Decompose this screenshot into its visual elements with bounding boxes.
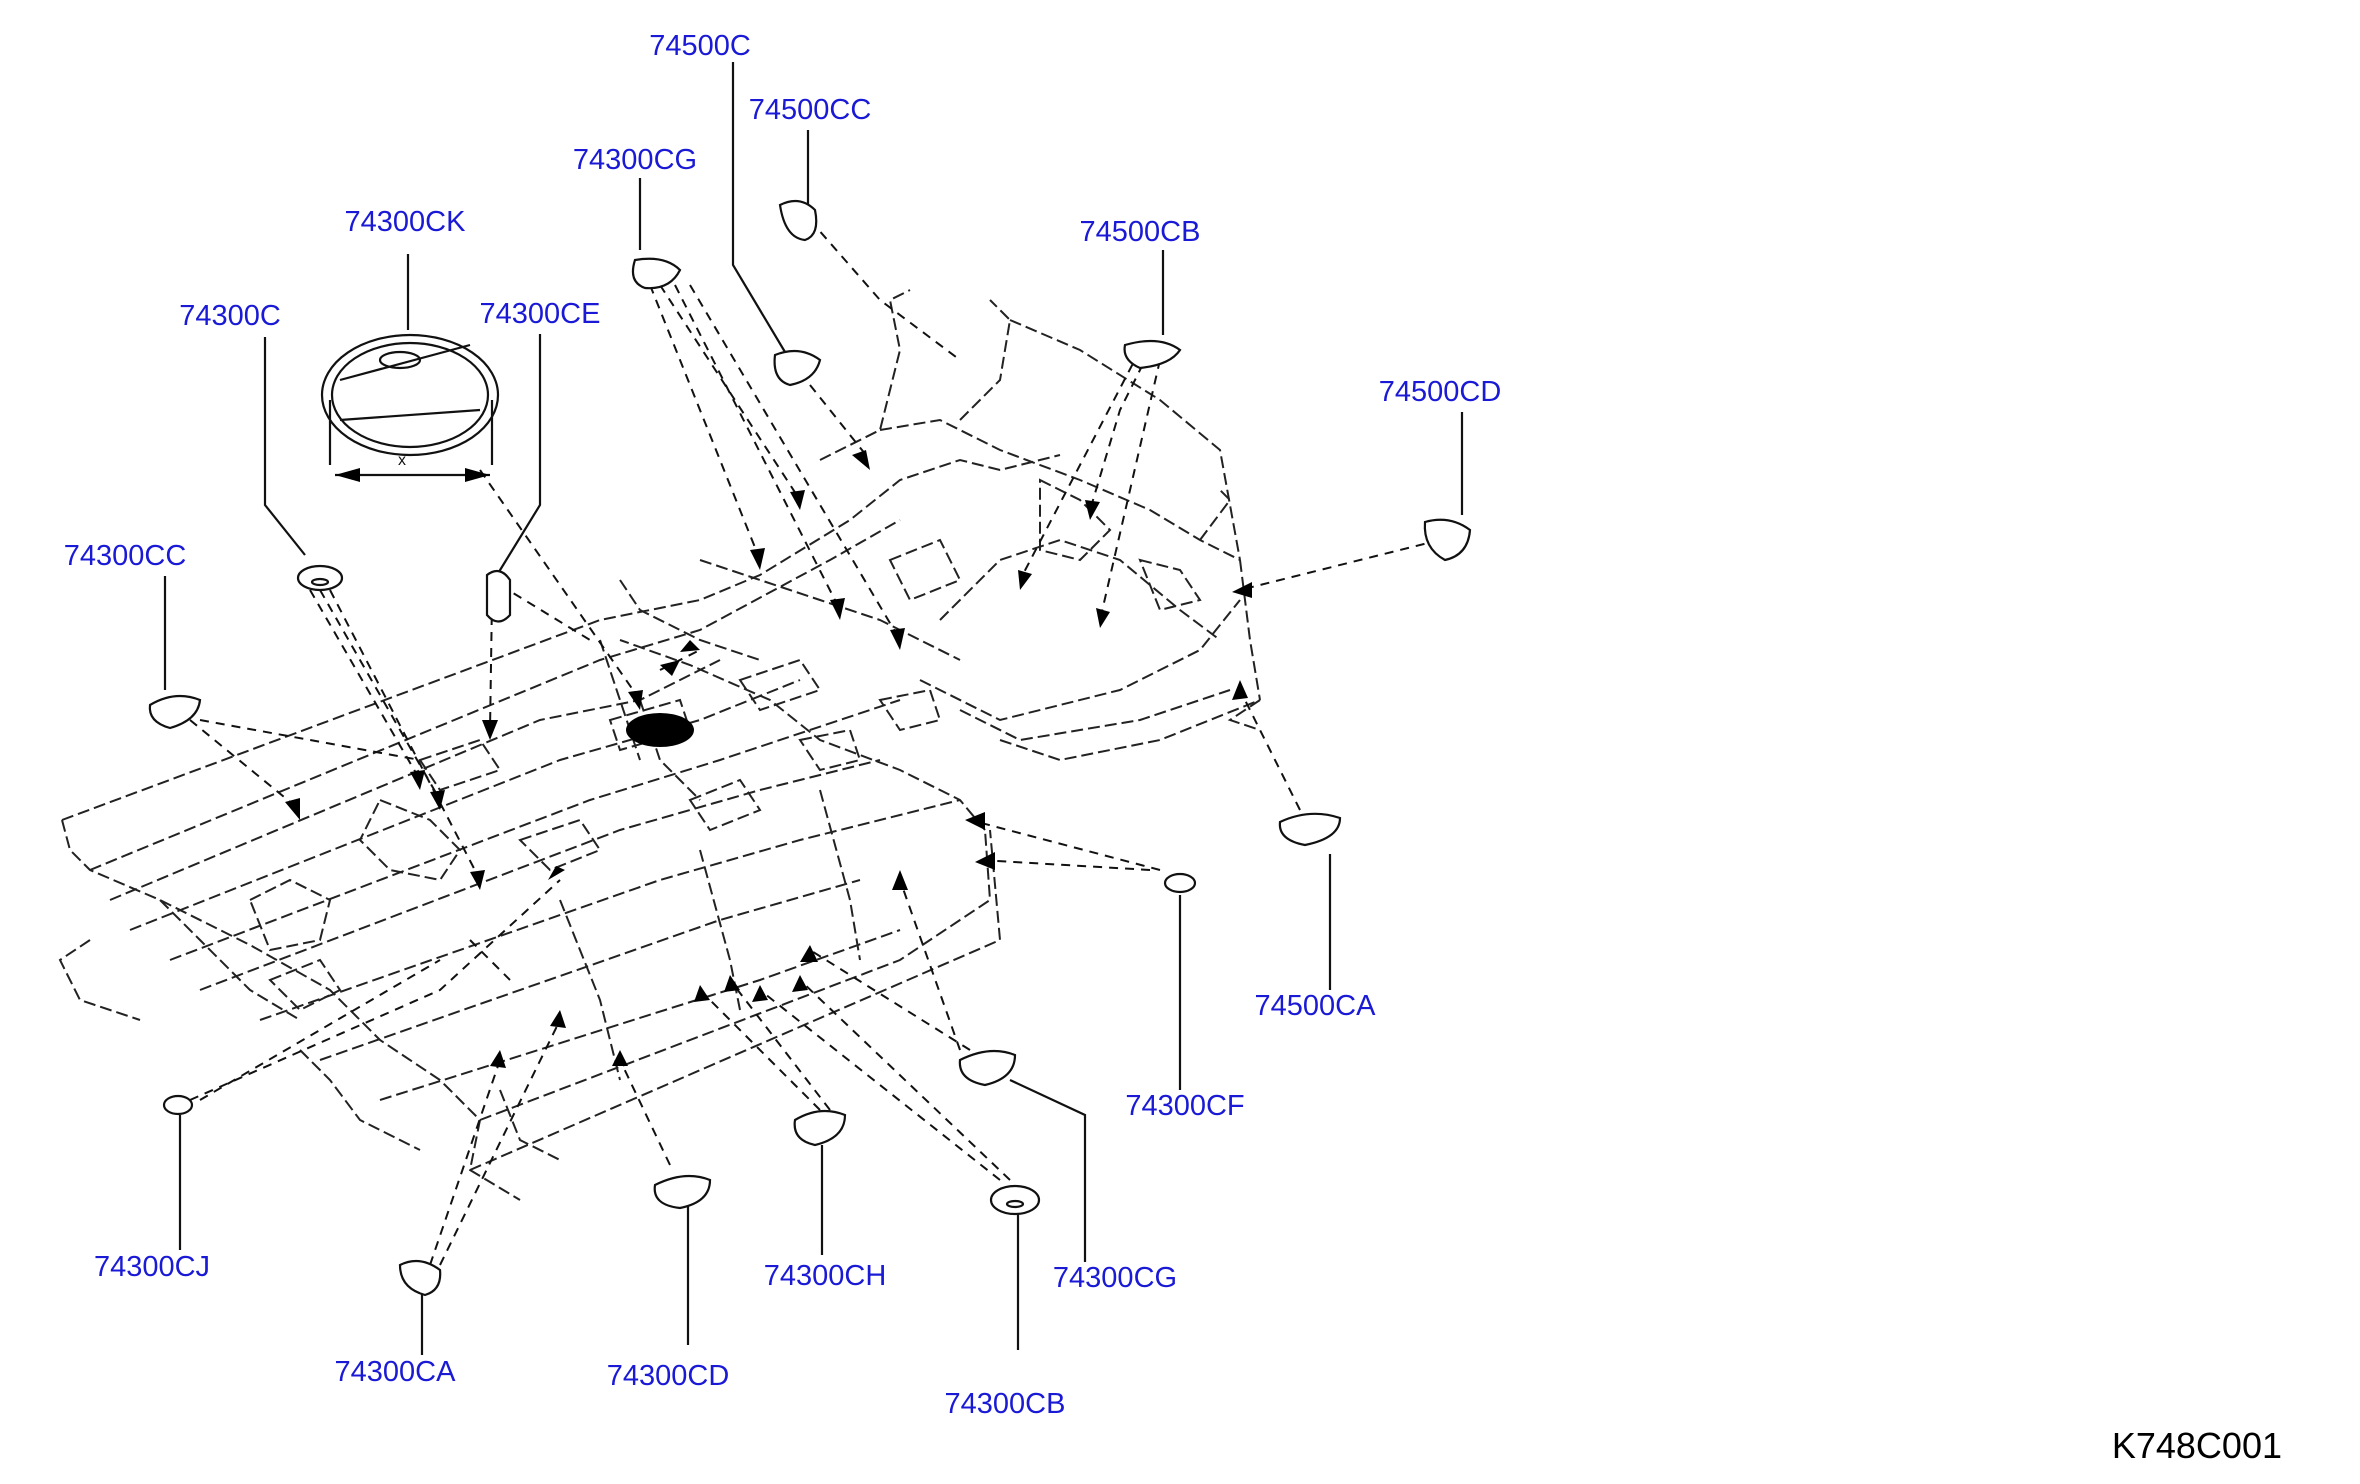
label-74500CC: 74500CC: [748, 94, 872, 126]
label-74300CG-bottom: 74300CG: [1052, 1262, 1178, 1294]
label-74500CA: 74500CA: [1254, 990, 1376, 1022]
label-74300CJ: 74300CJ: [93, 1251, 211, 1283]
leader-lines: [163, 62, 1464, 1355]
label-74300CH: 74300CH: [763, 1260, 887, 1292]
diagram-code: K748C001: [2111, 1425, 2282, 1466]
callout-lines: [189, 219, 1441, 1266]
label-74300CE: 74300CE: [479, 298, 601, 330]
label-74300CK: 74300CK: [344, 206, 466, 238]
label-74500C: 74500C: [649, 30, 751, 62]
label-74300C: 74300C: [179, 300, 281, 332]
label-74300CA: 74300CA: [334, 1356, 456, 1388]
large-round-plug: [320, 333, 500, 465]
label-74300CB: 74300CB: [944, 1388, 1066, 1420]
filled-hole: [626, 713, 694, 747]
dimension-label: x: [398, 452, 406, 469]
label-74500CB: 74500CB: [1079, 216, 1201, 248]
label-74300CD: 74300CD: [606, 1360, 730, 1392]
arrow-heads: [285, 450, 1252, 1068]
plug-parts: [148, 199, 1472, 1297]
label-74300CG-top: 74300CG: [572, 144, 698, 176]
label-74500CD: 74500CD: [1378, 376, 1502, 408]
dimension-line: [335, 468, 490, 482]
label-74300CC: 74300CC: [63, 540, 187, 572]
label-74300CF: 74300CF: [1125, 1090, 1245, 1122]
